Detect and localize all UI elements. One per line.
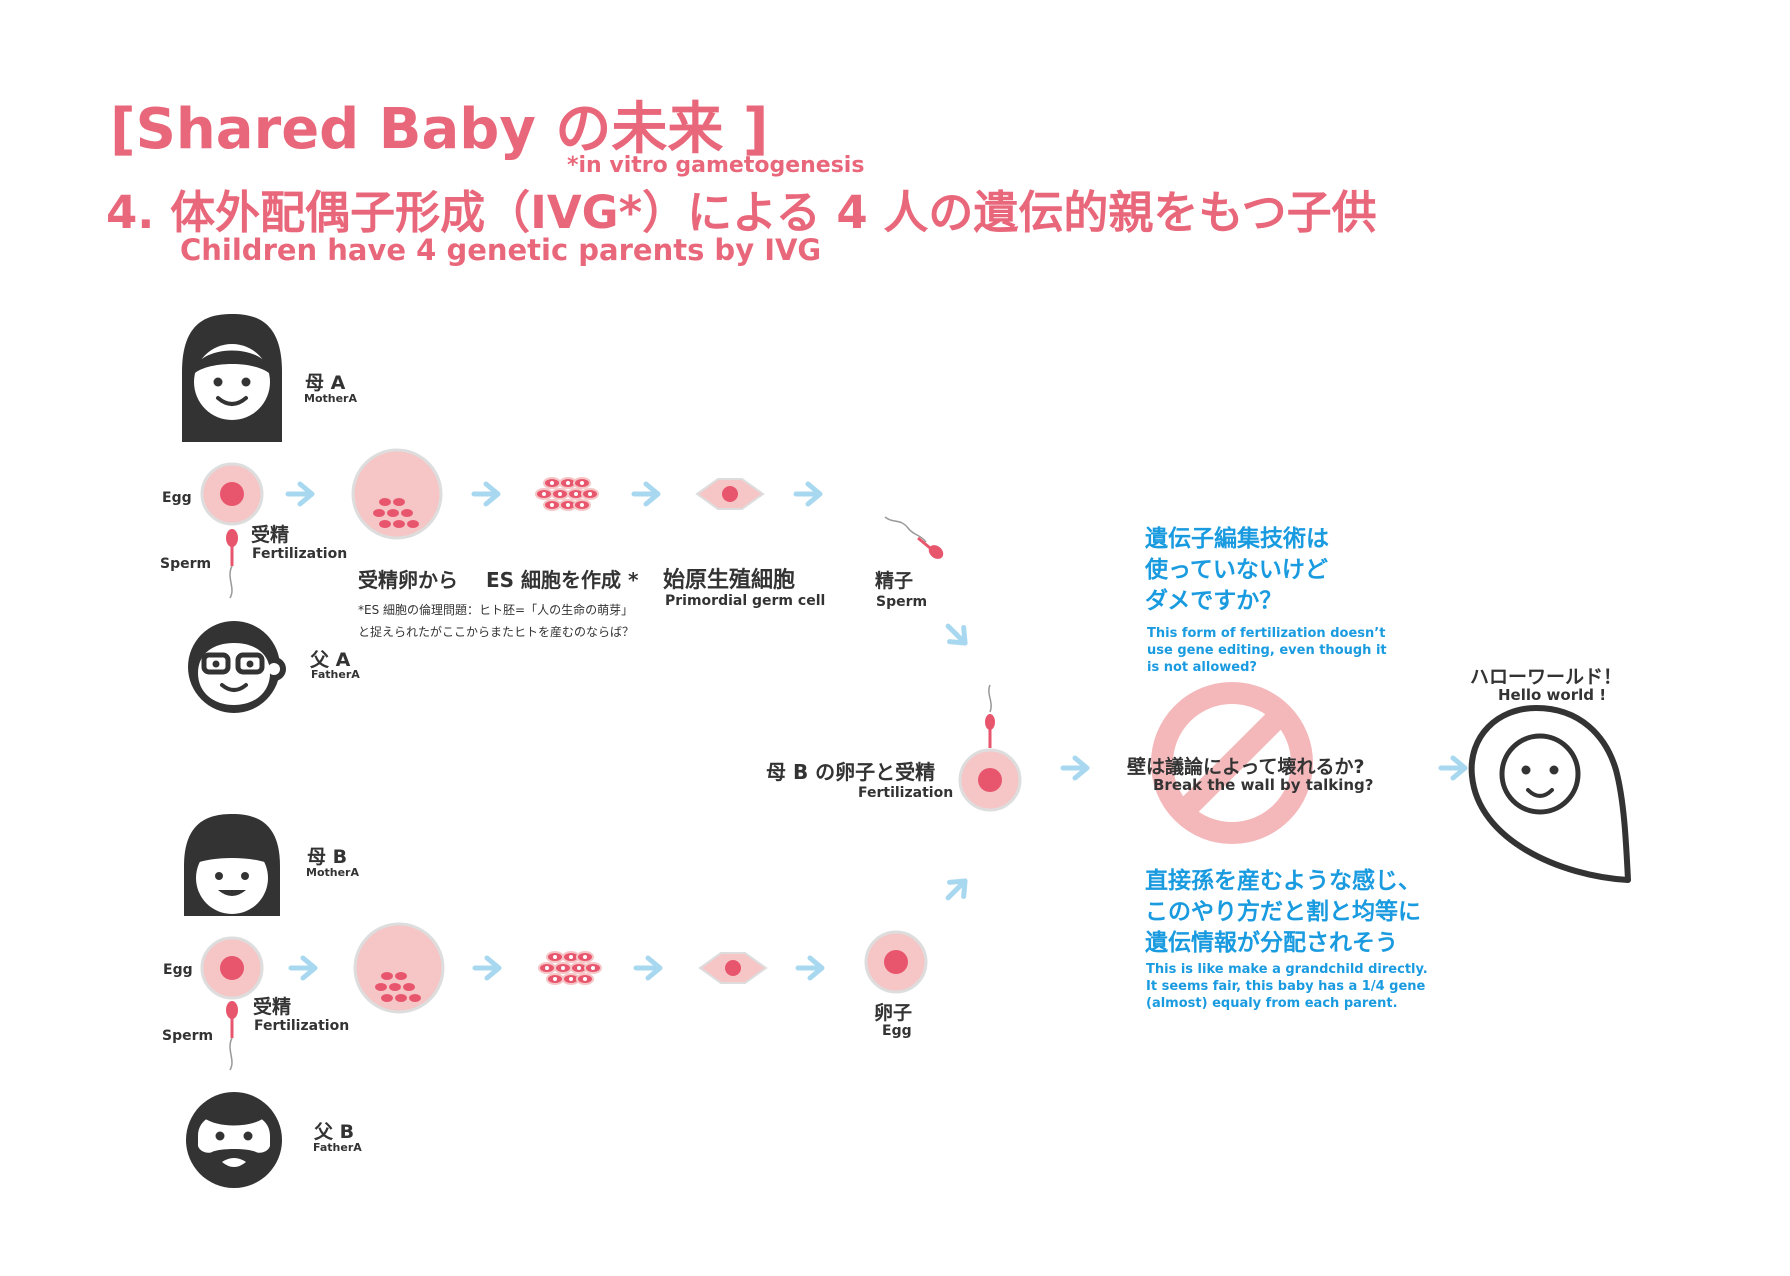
father-b-label: 父 B bbox=[314, 1117, 354, 1144]
sperm-label: Sperm bbox=[160, 556, 211, 572]
arrow-icon bbox=[634, 484, 658, 504]
wall-question-en: Break the wall by talking? bbox=[1153, 776, 1373, 794]
egg-en-label: Egg bbox=[882, 1023, 912, 1039]
comment-top-line: 遺伝子編集技術は bbox=[1145, 524, 1329, 555]
baby-label: ハローワールド！ bbox=[1470, 662, 1622, 689]
arrow-icon bbox=[636, 958, 660, 978]
arrow-icon bbox=[941, 874, 972, 905]
merge-label-en: Fertilization bbox=[858, 785, 953, 801]
egg-cell-icon bbox=[866, 932, 926, 992]
egg-cell-icon bbox=[202, 938, 262, 998]
step-es-cells: ES 細胞を作成 * bbox=[486, 564, 638, 593]
main-title: 4. 体外配偶子形成（IVG*）による 4 人の遺伝的親をもつ子供 bbox=[106, 176, 1377, 241]
egg-label: Egg bbox=[162, 490, 192, 506]
arrow-icon bbox=[941, 619, 972, 650]
arrow-icon bbox=[288, 484, 312, 504]
comment-bottom-line: 直接孫を産むような感じ、 bbox=[1145, 866, 1421, 897]
es-cell-cluster-icon bbox=[539, 952, 601, 984]
arrow-icon bbox=[798, 958, 822, 978]
father-b-label-en: FatherA bbox=[313, 1141, 362, 1154]
comment-bottom-line: このやり方だと割と均等に bbox=[1145, 897, 1421, 928]
arrow-icon bbox=[1441, 758, 1465, 778]
comment-top-jp: 遺伝子編集技術は 使っていないけど ダメですか？ bbox=[1145, 524, 1329, 617]
egg-cell-icon bbox=[960, 750, 1020, 810]
egg-jp-label: 卵子 bbox=[874, 998, 912, 1025]
es-ethics-note-1: *ES 細胞の倫理問題：ヒト胚=「人の生命の萌芽」 bbox=[358, 601, 633, 618]
arrow-icon bbox=[475, 958, 499, 978]
man-glasses-face-icon bbox=[188, 621, 286, 713]
es-cell-cluster-icon bbox=[536, 478, 598, 510]
mother-a-label-en: MotherA bbox=[304, 392, 357, 405]
sperm-jp-label: 精子 bbox=[875, 566, 913, 593]
man-beard-face-icon bbox=[186, 1092, 282, 1188]
comment-bottom-en: This is like make a grandchild directly.… bbox=[1146, 961, 1428, 1012]
comment-top-en-line: use gene editing, even though it bbox=[1147, 642, 1387, 659]
sperm-icon bbox=[985, 685, 995, 748]
arrow-icon bbox=[291, 958, 315, 978]
fertilization-label: 受精 bbox=[251, 520, 289, 547]
step-pgc-en: Primordial germ cell bbox=[665, 593, 825, 609]
mother-a-label: 母 A bbox=[305, 368, 345, 395]
father-a-label-en: FatherA bbox=[311, 668, 360, 681]
egg-label: Egg bbox=[163, 962, 193, 978]
es-ethics-note-2: と捉えられたがここからまたヒトを産むのならば？ bbox=[358, 623, 634, 640]
sperm-label: Sperm bbox=[162, 1028, 213, 1044]
comment-bottom-en-line: (almost) equaly from each parent. bbox=[1146, 995, 1428, 1012]
sperm-en-label: Sperm bbox=[876, 594, 927, 610]
fertilization-label-en: Fertilization bbox=[254, 1018, 349, 1034]
sperm-icon bbox=[226, 529, 238, 598]
baby-label-en: Hello world ! bbox=[1498, 686, 1606, 704]
fertilization-label-en: Fertilization bbox=[252, 546, 347, 562]
blastocyst-icon bbox=[353, 450, 441, 538]
baby-icon bbox=[1472, 708, 1628, 880]
comment-bottom-en-line: It seems fair, this baby has a 1/4 gene bbox=[1146, 978, 1428, 995]
subtitle: Children have 4 genetic parents by IVG bbox=[180, 233, 821, 267]
step-fertilized-egg: 受精卵から bbox=[358, 564, 458, 593]
ivg-note: *in vitro gametogenesis bbox=[567, 153, 864, 178]
sperm-icon bbox=[885, 517, 946, 562]
merge-label: 母 B の卵子と受精 bbox=[766, 756, 935, 785]
woman-bangs-face-icon bbox=[184, 814, 280, 916]
comment-top-en: This form of fertilization doesn’t use g… bbox=[1147, 625, 1387, 676]
germ-cell-icon bbox=[700, 953, 766, 983]
comment-bottom-en-line: This is like make a grandchild directly. bbox=[1146, 961, 1428, 978]
comment-top-en-line: This form of fertilization doesn’t bbox=[1147, 625, 1387, 642]
comment-bottom-jp: 直接孫を産むような感じ、 このやり方だと割と均等に 遺伝情報が分配されそう bbox=[1145, 866, 1421, 959]
mother-b-label: 母 B bbox=[307, 842, 347, 869]
wall-question: 壁は議論によって壊れるか? bbox=[1127, 752, 1365, 779]
woman-face-icon bbox=[182, 314, 282, 442]
arrow-icon bbox=[796, 484, 820, 504]
sperm-icon bbox=[226, 1001, 238, 1070]
germ-cell-icon bbox=[697, 479, 763, 509]
mother-b-label-en: MotherA bbox=[306, 866, 359, 879]
comment-top-line: ダメですか？ bbox=[1145, 586, 1329, 617]
fertilization-label: 受精 bbox=[253, 992, 291, 1019]
comment-bottom-line: 遺伝情報が分配されそう bbox=[1145, 928, 1421, 959]
comment-top-en-line: is not allowed? bbox=[1147, 659, 1387, 676]
arrow-icon bbox=[474, 484, 498, 504]
arrow-icon bbox=[1063, 758, 1087, 778]
blastocyst-icon bbox=[355, 924, 443, 1012]
step-pgc: 始原生殖細胞 bbox=[663, 562, 795, 594]
egg-cell-icon bbox=[202, 464, 262, 524]
comment-top-line: 使っていないけど bbox=[1145, 555, 1329, 586]
